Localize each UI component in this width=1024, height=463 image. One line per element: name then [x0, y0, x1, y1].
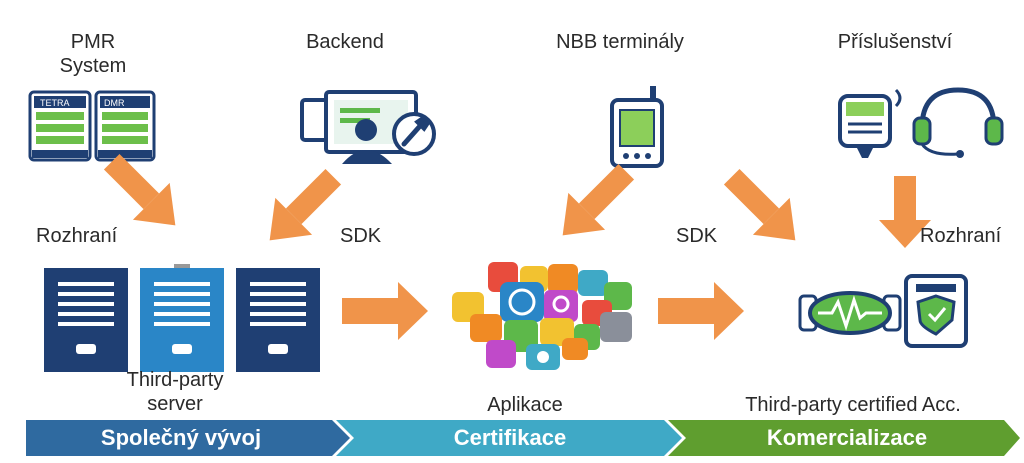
label-sdk-left: SDK	[340, 225, 382, 247]
label-pmr-system: PMR System	[59, 31, 127, 77]
phase-label-2: Certifikace	[453, 425, 567, 450]
arrow-pmr-to-server	[103, 153, 176, 226]
label-nbb-terminals: NBB terminály	[556, 31, 684, 53]
backend-monitor-wrench-icon	[300, 90, 436, 164]
certified-accessory-icon	[798, 274, 968, 348]
arrow-backend-to-server	[269, 168, 342, 241]
label-sdk-right: SDK	[676, 225, 718, 247]
handheld-terminal-icon	[610, 86, 664, 168]
dmr-tag: DMR	[104, 98, 125, 108]
label-apps: Aplikace	[487, 394, 563, 416]
pmr-server-rack-icon: TETRA DMR	[28, 90, 156, 162]
third-party-server-icon	[44, 264, 320, 372]
arrow-server-to-apps	[342, 282, 428, 340]
arrow-terminal-to-apps	[562, 163, 635, 236]
arrow-accessory-down	[879, 176, 931, 248]
phase-label-1: Společný vývoj	[100, 425, 262, 450]
label-certified-acc: Third-party certified Acc.	[745, 394, 961, 416]
label-third-party-server: Third-party server	[126, 369, 224, 415]
label-accessories: Příslušenství	[837, 31, 953, 53]
speaker-mic-headset-icon	[838, 87, 1004, 158]
flow-arrows	[103, 153, 931, 340]
label-interface-right: Rozhraní	[920, 225, 1002, 247]
arrow-sdk-to-accessory	[723, 168, 796, 241]
tetra-tag: TETRA	[40, 98, 70, 108]
label-backend: Backend	[306, 31, 384, 53]
app-icons-cluster	[452, 262, 632, 370]
arrow-apps-to-accessory	[658, 282, 744, 340]
label-interface-left: Rozhraní	[36, 225, 118, 247]
phase-label-3: Komercializace	[766, 425, 928, 450]
